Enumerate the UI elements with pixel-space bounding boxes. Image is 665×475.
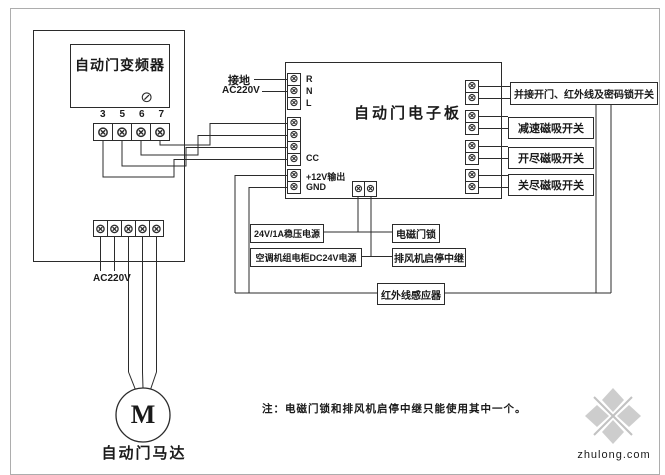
regulated-power-box: 24V/1A稳压电源 <box>250 224 324 243</box>
terminal-icon: ⊗ <box>287 117 301 130</box>
terminal-icon: ⊗ <box>465 92 479 105</box>
terminal-icon: ⊗ <box>93 123 113 141</box>
terminal-icon: ⊗ <box>465 169 479 182</box>
terminal-number: 5 <box>119 109 126 120</box>
frequency-converter-box: 自动门变频器 ⊘ <box>70 44 170 108</box>
electronic-board <box>285 62 502 199</box>
close-limit-magnetic-switch-box: 关尽磁吸开关 <box>508 174 594 196</box>
electronic-board-title: 自动门电子板 <box>353 105 462 122</box>
watermark-text: zhulong.com <box>577 449 651 461</box>
terminal-icon: ⊗ <box>112 123 132 141</box>
terminal-icon: ⊗ <box>287 97 301 110</box>
terminal-label-gnd: GND <box>306 182 326 192</box>
terminal-icon: ⊗ <box>131 123 151 141</box>
terminal-icon: ⊗ <box>150 123 170 141</box>
breaker-icon: ⊘ <box>140 89 153 106</box>
motor-symbol: M <box>130 400 156 429</box>
terminal-icon: ⊗ <box>364 181 377 197</box>
terminal-label-n: N <box>306 86 313 96</box>
terminal-icon: ⊗ <box>135 220 150 237</box>
terminal-label-cc: CC <box>306 153 319 163</box>
terminal-icon: ⊗ <box>107 220 122 237</box>
infrared-sensor-box: 红外线感应器 <box>377 283 445 305</box>
electromagnetic-door-lock-box: 电磁门锁 <box>392 224 440 243</box>
terminal-number: 6 <box>138 109 145 120</box>
terminal-icon: ⊗ <box>149 220 164 237</box>
exhaust-fan-relay-box: 排风机启停中继 <box>392 248 466 267</box>
terminal-label-r: R <box>306 74 313 84</box>
terminal-icon: ⊗ <box>287 181 301 194</box>
terminal-icon: ⊗ <box>287 153 301 166</box>
parallel-open-infrared-keypad-switch-box: 并接开门、红外线及密码锁开关 <box>510 82 658 105</box>
note-text: 注：电磁门锁和排风机启停中继只能使用其中一个。 <box>262 403 527 415</box>
ground-label: 接地 <box>228 75 250 87</box>
ac220v-input-label: AC220V <box>222 85 260 96</box>
hvac-power-box: 空调机组电柜DC24V电源 <box>250 248 362 267</box>
frequency-converter-cabinet <box>33 30 185 262</box>
terminal-numbers: 3 5 6 7 <box>93 109 171 120</box>
terminal-number: 7 <box>158 109 165 120</box>
watermark-logo <box>585 388 641 444</box>
frequency-converter-title: 自动门变频器 <box>75 57 165 73</box>
terminal-icon: ⊗ <box>465 122 479 135</box>
ac220v-output-label: AC220V <box>93 273 131 284</box>
open-limit-magnetic-switch-box: 开尽磁吸开关 <box>508 147 594 169</box>
terminal-icon: ⊗ <box>121 220 136 237</box>
terminal-icon: ⊗ <box>465 181 479 194</box>
decelerate-magnetic-switch-box: 减速磁吸开关 <box>508 117 594 139</box>
motor-circle <box>115 387 171 443</box>
terminal-label-12v: +12V输出 <box>306 172 346 182</box>
terminal-label-l: L <box>306 98 312 108</box>
terminal-icon: ⊗ <box>93 220 108 237</box>
terminal-icon: ⊗ <box>465 152 479 165</box>
terminal-number: 3 <box>99 109 106 120</box>
motor-label: 自动门马达 <box>101 445 187 462</box>
terminal-icon: ⊗ <box>465 110 479 123</box>
